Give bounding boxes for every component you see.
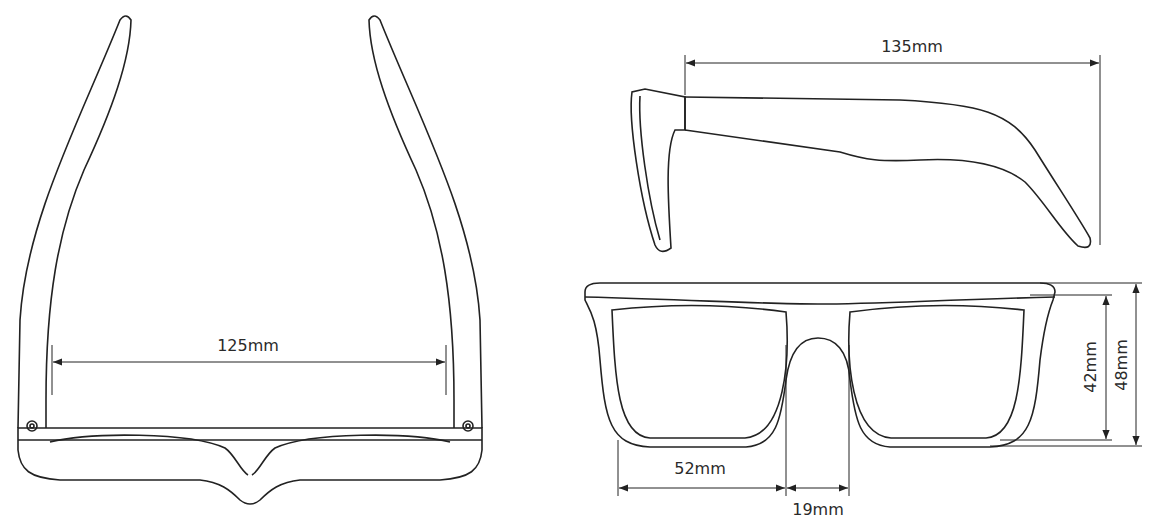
side-temple bbox=[685, 97, 1091, 247]
extension-line bbox=[1100, 55, 1101, 245]
dimension-label: 19mm bbox=[790, 501, 846, 519]
side-view bbox=[631, 55, 1100, 251]
frame-outline bbox=[585, 283, 1055, 447]
extension-line bbox=[849, 345, 850, 496]
dimension-label: 125mm bbox=[215, 337, 281, 355]
extension-line bbox=[446, 345, 447, 395]
hinge bbox=[463, 421, 473, 431]
dimension-label: 48mm bbox=[1113, 337, 1131, 393]
extension-line bbox=[685, 55, 686, 95]
dimension-line bbox=[686, 63, 1099, 64]
dimension-label-holder: 48mm bbox=[1112, 337, 1131, 393]
extension-line bbox=[1000, 440, 1112, 441]
right-temple bbox=[369, 16, 482, 428]
extension-line bbox=[52, 345, 53, 395]
dimension-line bbox=[619, 488, 785, 489]
side-front-inner bbox=[640, 96, 660, 240]
dimension-label-holder: 52mm bbox=[672, 459, 728, 478]
lens-edge bbox=[252, 435, 450, 475]
extension-line bbox=[990, 446, 1142, 447]
extension-line bbox=[1030, 295, 1112, 296]
hinge-line bbox=[684, 97, 686, 130]
right-lens bbox=[849, 305, 1024, 438]
dimension-label: 135mm bbox=[879, 38, 945, 56]
hinge bbox=[30, 424, 34, 428]
side-front bbox=[631, 89, 685, 251]
top-view bbox=[18, 16, 482, 504]
front-frame bbox=[18, 428, 482, 504]
left-lens bbox=[612, 305, 787, 438]
extension-line bbox=[786, 345, 787, 496]
extension-line bbox=[1040, 283, 1142, 284]
extension-line bbox=[618, 440, 619, 496]
dimension-line bbox=[53, 362, 445, 363]
dimension-line bbox=[1106, 296, 1107, 439]
dimension-label-holder: 125mm bbox=[215, 336, 281, 355]
frame-edge bbox=[18, 439, 482, 441]
lens-edge bbox=[50, 435, 248, 475]
dimension-label: 42mm bbox=[1082, 339, 1100, 395]
hinge bbox=[466, 424, 470, 428]
hinge bbox=[27, 421, 37, 431]
front-view bbox=[585, 283, 1142, 496]
brow-line bbox=[585, 297, 1055, 304]
dimension-label: 52mm bbox=[672, 460, 728, 478]
left-temple bbox=[18, 16, 131, 428]
dimension-label-holder: 19mm bbox=[790, 500, 846, 519]
dimension-line bbox=[787, 488, 848, 489]
dimension-label-holder: 135mm bbox=[879, 37, 945, 56]
dimension-label-holder: 42mm bbox=[1081, 339, 1100, 395]
dimension-line bbox=[1136, 284, 1137, 445]
